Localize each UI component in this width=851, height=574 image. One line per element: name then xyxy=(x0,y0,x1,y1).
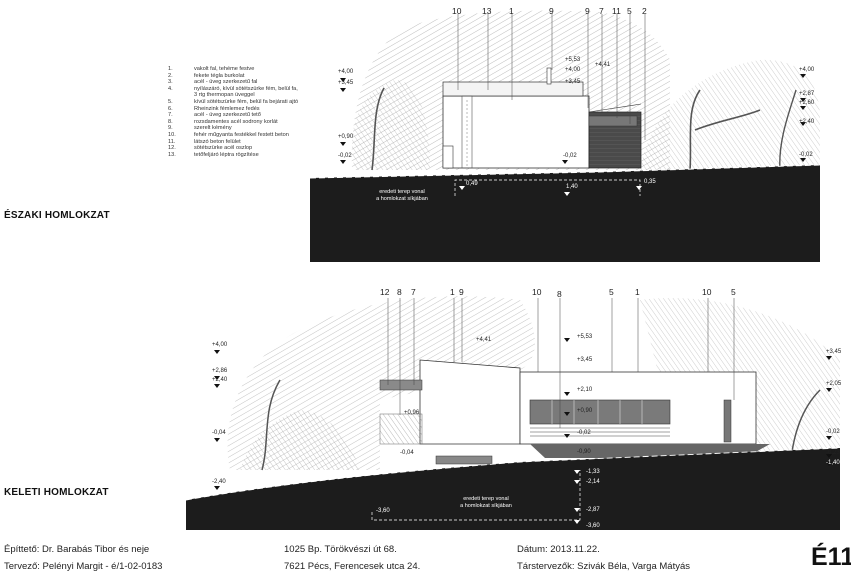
callout-number: 9 xyxy=(459,287,464,297)
legend-item: 8.rozsdamentes acél sodrony korlát xyxy=(168,118,278,125)
site-address: 1025 Bp. Törökvészi út 68. xyxy=(284,544,397,555)
callout-number: 8 xyxy=(557,289,562,299)
level-mark: +4,00 xyxy=(338,69,354,75)
callout-number: 9 xyxy=(549,6,554,16)
level-mark: +4,00 xyxy=(212,342,228,348)
level-mark: +2,87 xyxy=(799,91,815,97)
level-mark: -1,33 xyxy=(586,469,600,475)
east-elevation xyxy=(185,296,841,530)
callout-number: 1 xyxy=(635,287,640,297)
level-mark: 0,49 xyxy=(466,181,478,187)
callout-number: 11 xyxy=(612,6,621,16)
legend-item: 9.szerelt kémény xyxy=(168,125,232,132)
east-elevation-title: KELETI HOMLOKZAT xyxy=(4,487,109,498)
callout-number: 12 xyxy=(380,287,390,297)
level-mark: +4,00 xyxy=(565,67,581,73)
level-mark: -1,40 xyxy=(826,460,840,466)
callout-number: 10 xyxy=(532,287,542,297)
legend-item: 2.fekete tégla burkolat xyxy=(168,72,245,79)
callout-number: 1 xyxy=(509,6,514,16)
legend-item: 3.acél - üveg szerkezetű fal xyxy=(168,79,258,86)
legend-item: 13.tetőfeljáró léptra rögzítése xyxy=(168,151,259,158)
legend-item: 1.vakolt fal, tehéme festve xyxy=(168,66,255,72)
callout-number: 10 xyxy=(702,287,712,297)
callout-number: 9 xyxy=(585,6,590,16)
level-mark: +0,96 xyxy=(404,410,420,416)
level-mark: +3,45 xyxy=(338,80,354,86)
level-mark: -2,87 xyxy=(586,507,600,513)
level-mark: -0,02 xyxy=(826,429,840,435)
legend-item: 7.acél - üveg szerkezetű tető xyxy=(168,112,261,119)
callout-number: 5 xyxy=(731,287,736,297)
material-legend: 1.vakolt fal, tehéme festve 2.fekete tég… xyxy=(168,66,348,158)
level-mark: -2,40 xyxy=(212,479,226,485)
level-mark: +2,40 xyxy=(212,377,228,383)
callout-number: 5 xyxy=(609,287,614,297)
level-mark: +2,60 xyxy=(799,100,815,106)
level-mark: +2,40 xyxy=(799,119,815,125)
north-elevation xyxy=(309,10,821,262)
legend-item: 3 rtg thermopan üveggel xyxy=(194,92,255,99)
callout-number: 7 xyxy=(411,287,416,297)
legend-item: 10.fehér műgyanta festékkel festett beto… xyxy=(168,131,289,138)
level-mark: +2,86 xyxy=(212,368,228,374)
level-mark: +3,45 xyxy=(565,79,581,85)
level-mark: +0,90 xyxy=(577,408,593,414)
level-mark: +0,90 xyxy=(338,134,354,140)
legend-item: 4.nyílászáró, kívül sötétszürke fém, bel… xyxy=(168,85,298,92)
legend-item: 6.Rheinzink fémlemez fedés xyxy=(168,105,260,112)
level-mark: -0,90 xyxy=(577,449,591,455)
callout-number: 13 xyxy=(482,6,492,16)
level-mark: +4,41 xyxy=(595,62,611,68)
level-mark: -0,02 xyxy=(563,153,577,159)
ground-line-note: eredeti terep vonal a homlokzat síkjában xyxy=(376,189,428,202)
level-mark: +2,10 xyxy=(577,387,593,393)
callout-number: 5 xyxy=(627,6,632,16)
level-mark: -3,60 xyxy=(376,508,390,514)
level-mark: +5,53 xyxy=(577,334,593,340)
level-mark: -0,04 xyxy=(212,430,226,436)
north-elevation-title: ÉSZAKI HOMLOKZAT xyxy=(4,210,110,221)
level-mark: +4,00 xyxy=(799,67,815,73)
callout-number: 10 xyxy=(452,6,462,16)
drawing-date: Dátum: 2013.11.22. xyxy=(517,544,600,555)
level-mark: 1,40 xyxy=(566,184,578,190)
callout-number: 8 xyxy=(397,287,402,297)
level-mark: -0,02 xyxy=(799,152,813,158)
callout-number: 2 xyxy=(642,6,647,16)
level-mark: +5,53 xyxy=(565,57,581,63)
callout-number: 1 xyxy=(450,287,455,297)
level-mark: 0,35 xyxy=(644,179,656,185)
callout-number: 7 xyxy=(599,6,604,16)
architect-name: Tervező: Pelényi Margit - é/1-02-0183 xyxy=(4,561,163,572)
legend-item: 5.kívül sötétszürke fém, belül fa bejára… xyxy=(168,98,299,105)
sheet-number: É11 xyxy=(811,543,851,571)
level-mark: -0,02 xyxy=(338,153,352,159)
client-name: Építtető: Dr. Barabás Tibor és neje xyxy=(4,544,150,555)
level-mark: +3,45 xyxy=(826,349,842,355)
co-designers: Társtervezők: Szivák Béla, Varga Mátyás xyxy=(517,561,690,572)
level-mark: +2,05 xyxy=(826,381,842,387)
level-mark: -0,23 xyxy=(826,450,840,456)
legend-item: 11.látszó beton felület xyxy=(168,138,241,145)
level-mark: +4,41 xyxy=(476,337,492,343)
level-mark: -2,14 xyxy=(586,479,600,485)
office-address: 7621 Pécs, Ferencesek utca 24. xyxy=(284,561,421,572)
level-mark: +3,45 xyxy=(577,357,593,363)
level-mark: -0,04 xyxy=(400,450,414,456)
legend-item: 12.sötétszürke acél oszlop xyxy=(168,145,253,152)
level-mark: -0,02 xyxy=(577,430,591,436)
level-mark: -3,60 xyxy=(586,523,600,529)
ground-line-note: eredeti terep vonal a homlokzat síkjában xyxy=(460,496,512,509)
